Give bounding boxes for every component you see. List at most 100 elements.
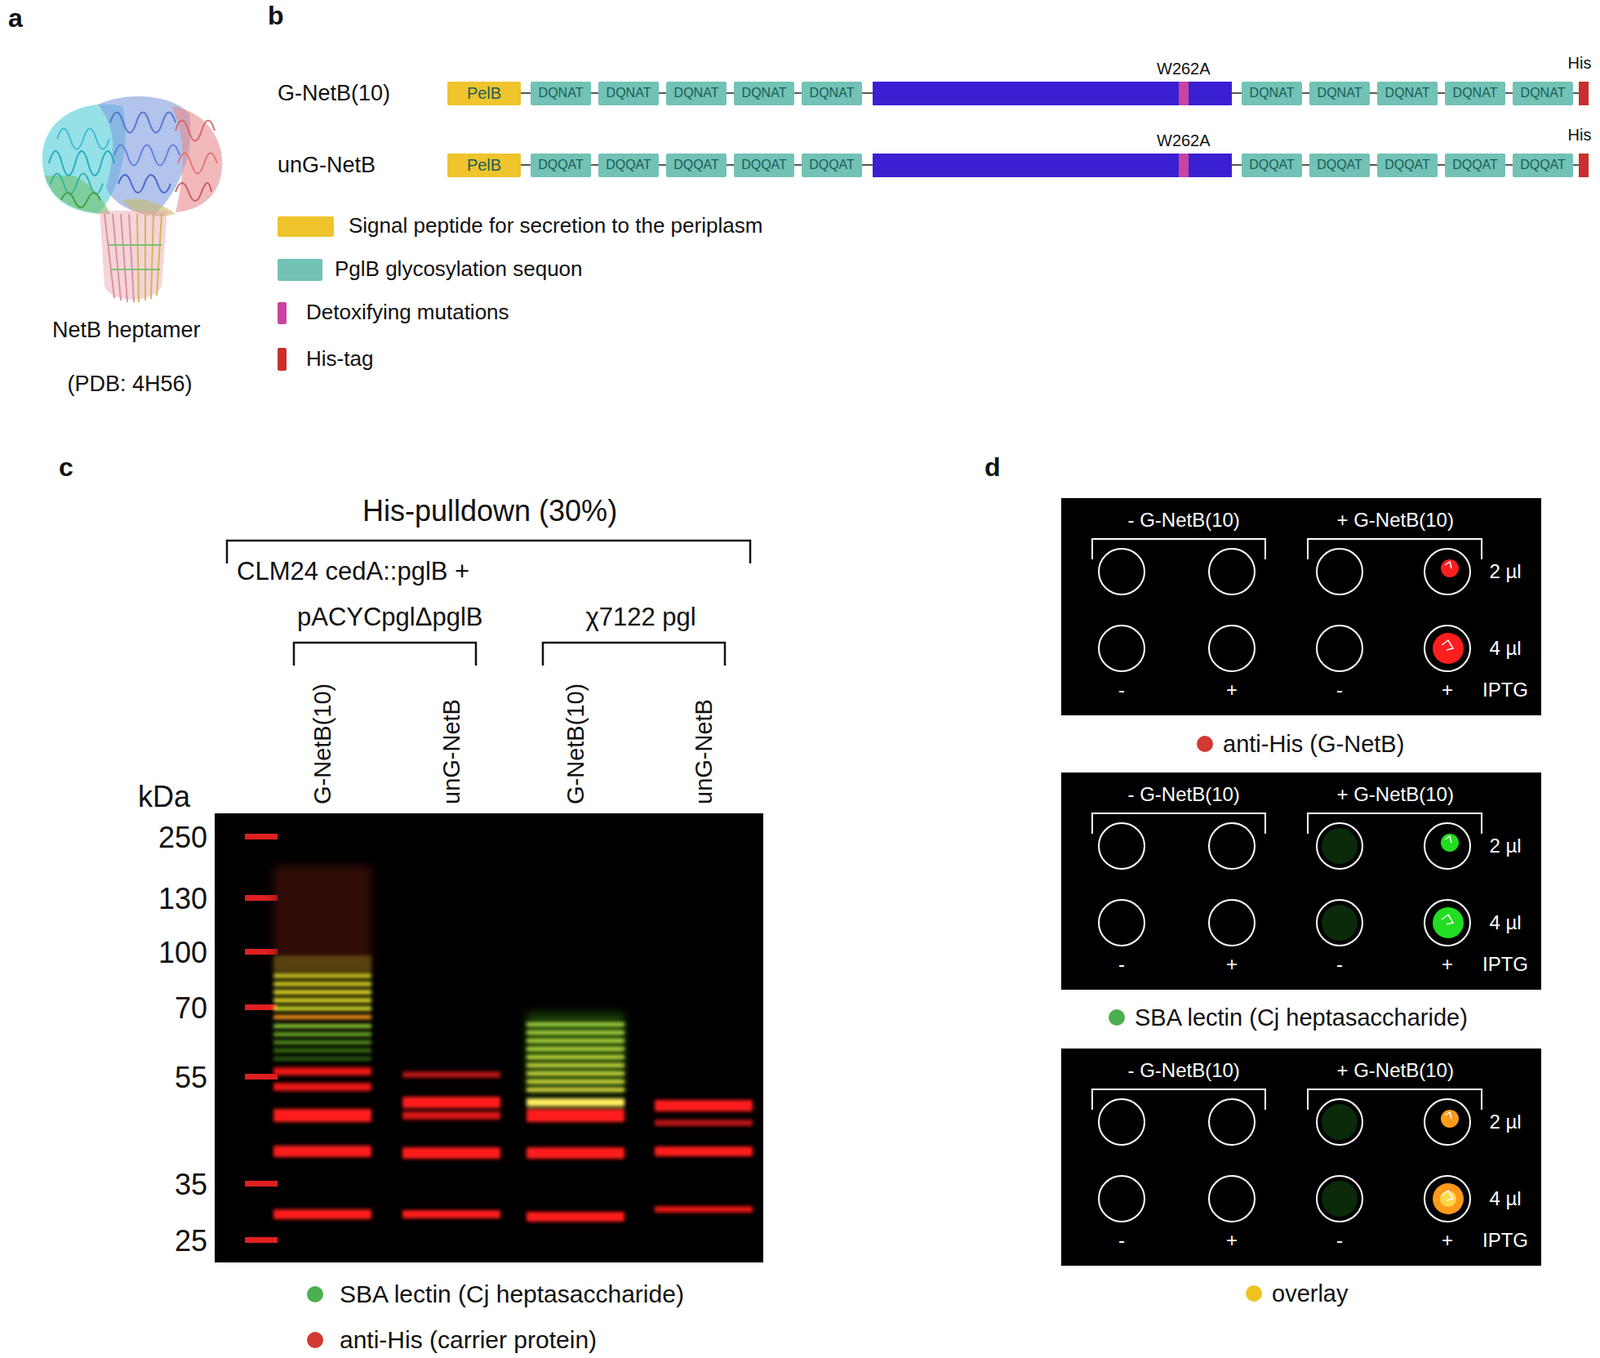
protein-structure	[175, 182, 212, 201]
protein-structure	[108, 244, 162, 270]
lane-label: unG-NetB	[438, 698, 466, 805]
blot-panel	[1321, 827, 1358, 864]
sequon-box: DQQAT	[1241, 153, 1303, 178]
marker-size: 100	[158, 935, 208, 969]
marker-size: 35	[174, 1167, 208, 1201]
protein-domain	[872, 153, 1232, 178]
box-text: DQQAT	[605, 157, 652, 173]
bracket	[293, 642, 476, 666]
box-text: DQQAT	[537, 157, 584, 173]
box-text: DQQAT	[808, 157, 855, 173]
lane-label: unG-NetB	[690, 698, 718, 805]
linker-line	[1302, 92, 1310, 94]
linker-line	[1437, 164, 1445, 166]
blot-label: 4 µl	[1489, 1186, 1522, 1210]
linker-line	[658, 164, 667, 166]
protein-domain	[1578, 81, 1589, 106]
legend-text: PglB glycosylation sequon	[334, 257, 583, 282]
blot-panel	[1061, 1048, 1542, 1266]
blot-label: IPTG	[1482, 1228, 1529, 1252]
gel-image	[526, 1211, 625, 1222]
blot-label: +	[1441, 952, 1454, 976]
sequon-box: DQNAT	[801, 81, 863, 106]
signal-peptide-box: PelB	[447, 153, 521, 178]
gel-image	[654, 1146, 753, 1156]
gel-image	[402, 1071, 501, 1078]
protein-domain	[872, 81, 1232, 106]
box-text: DQQAT	[1520, 157, 1566, 173]
blot-label: IPTG	[1482, 678, 1529, 702]
legend-text: anti-His (carrier protein)	[339, 1325, 597, 1355]
sequon-box: DQNAT	[598, 81, 659, 106]
legend-swatch	[277, 302, 287, 325]
protein-structure	[48, 112, 218, 303]
blot-label: +	[1226, 678, 1238, 702]
linker-line	[591, 92, 599, 94]
gel-image	[654, 1205, 753, 1213]
sequon-box: DQNAT	[530, 81, 592, 106]
blot-panel	[1061, 497, 1542, 716]
gel-image	[244, 1004, 278, 1010]
structure-caption: NetB heptamer	[52, 317, 201, 343]
mutation-label: W262A	[1156, 131, 1211, 151]
gel-image	[244, 948, 278, 955]
box-text: PelB	[466, 84, 502, 103]
gel-image	[244, 833, 278, 1243]
legend-text: SBA lectin (Cj heptasaccharide)	[339, 1280, 685, 1309]
gel-image	[244, 1180, 278, 1187]
gel-image	[273, 989, 372, 995]
gel-image	[273, 1066, 372, 1076]
protein-structure	[177, 153, 218, 174]
gel-image	[214, 813, 764, 1263]
sequon-box: DQQAT	[801, 153, 863, 178]
gel-image	[273, 1040, 372, 1045]
gel-image	[402, 1096, 501, 1108]
gel-image	[273, 997, 372, 1003]
legend-swatch	[277, 347, 287, 371]
bracket	[226, 540, 751, 666]
sequon-box: DQQAT	[733, 153, 795, 178]
gel-image	[273, 865, 372, 972]
blot-label: 2 µl	[1489, 834, 1522, 858]
gel-image	[273, 1108, 372, 1122]
sequon-box: DQQAT	[1309, 153, 1370, 178]
box-text: DQQAT	[1452, 157, 1498, 173]
protein-domain	[1578, 153, 1589, 178]
box-text: DQNAT	[1385, 85, 1431, 101]
box-text: DQNAT	[538, 85, 584, 101]
blot-label: -	[1118, 1228, 1125, 1252]
gel-image	[273, 1014, 372, 1019]
box-text: DQQAT	[1384, 157, 1431, 173]
blot-label: +	[1226, 1228, 1238, 1252]
blot-label: + G-NetB(10)	[1337, 508, 1454, 532]
sequon-box: DQQAT	[666, 153, 727, 178]
gel-image	[273, 1005, 372, 1011]
bracket	[542, 642, 725, 666]
strain-label: χ7122 pgl	[586, 602, 697, 632]
gel-image	[654, 1099, 753, 1213]
box-text: DQNAT	[606, 85, 652, 101]
gel-image	[402, 1209, 501, 1218]
linker-line	[520, 164, 531, 166]
linker-line	[658, 92, 667, 94]
blot-panel	[1432, 906, 1464, 938]
legend-swatch	[1196, 735, 1214, 752]
linker-line	[726, 92, 734, 94]
gel-image	[526, 1079, 625, 1084]
protein-domain	[1178, 81, 1189, 106]
blot-label: 2 µl	[1489, 560, 1522, 583]
blot-label: - G-NetB(10)	[1128, 782, 1240, 806]
gel-image	[526, 1097, 625, 1107]
sequon-box: DQNAT	[1512, 81, 1574, 106]
linker-line	[1369, 164, 1378, 166]
gel-image	[273, 1145, 372, 1157]
protein-structure	[48, 151, 115, 176]
blot-label: IPTG	[1482, 952, 1529, 976]
gel-image	[526, 1030, 625, 1035]
protein-structure	[50, 173, 103, 195]
blot-label: -	[1118, 678, 1125, 702]
blot-label: - G-NetB(10)	[1128, 508, 1240, 532]
gel-image	[526, 1046, 625, 1051]
